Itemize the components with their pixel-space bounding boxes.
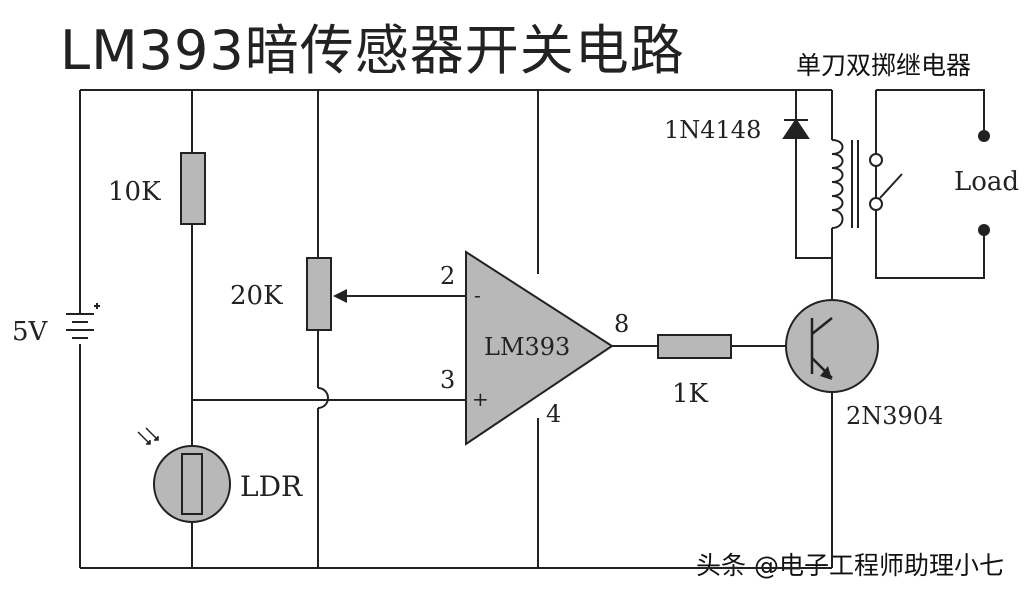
- relay-switch-arm: [879, 173, 903, 199]
- load-terminal-top: [978, 130, 990, 142]
- label-pin8: 8: [614, 310, 629, 338]
- label-opamp: LM393: [484, 333, 570, 361]
- transistor-circle: [785, 299, 879, 393]
- label-battery: 5V: [12, 317, 49, 347]
- battery-symbol: [66, 303, 100, 339]
- wire-diode-bottom: [795, 138, 832, 259]
- label-20k: 20K: [230, 281, 283, 311]
- label-diode: 1N4148: [664, 116, 761, 144]
- label-pin4: 4: [546, 400, 561, 428]
- label-minus: -: [474, 283, 481, 307]
- potentiometer-20k: [306, 257, 332, 331]
- label-pin2: 2: [440, 262, 455, 290]
- relay-coil: [831, 139, 844, 229]
- label-ldr: LDR: [240, 470, 303, 503]
- label-plus: +: [472, 387, 489, 411]
- relay-caption: 单刀双掷继电器: [796, 51, 972, 80]
- resistor-1k: [657, 334, 732, 359]
- label-1k: 1K: [672, 379, 709, 409]
- label-transistor: 2N3904: [846, 402, 943, 430]
- label-10k: 10K: [108, 177, 161, 207]
- pot-wiper-arrow: [333, 289, 347, 303]
- label-pin3: 3: [440, 366, 455, 394]
- load-terminal-bottom: [978, 224, 990, 236]
- ldr-body: [181, 453, 203, 515]
- label-load: Load: [954, 167, 1019, 197]
- relay-contact-no: [869, 197, 883, 211]
- relay-contact-nc: [869, 153, 883, 167]
- wire-pot-hop: [317, 387, 329, 409]
- diagram-title: LM393暗传感器开关电路: [60, 19, 685, 82]
- resistor-10k: [180, 152, 206, 225]
- opamp-triangle: [465, 250, 614, 446]
- emitter-arrow: [820, 366, 832, 380]
- diode-1n4148: [782, 118, 810, 139]
- light-arrows-icon: [137, 427, 159, 445]
- watermark: 头条 @电子工程师助理小七: [696, 551, 1004, 580]
